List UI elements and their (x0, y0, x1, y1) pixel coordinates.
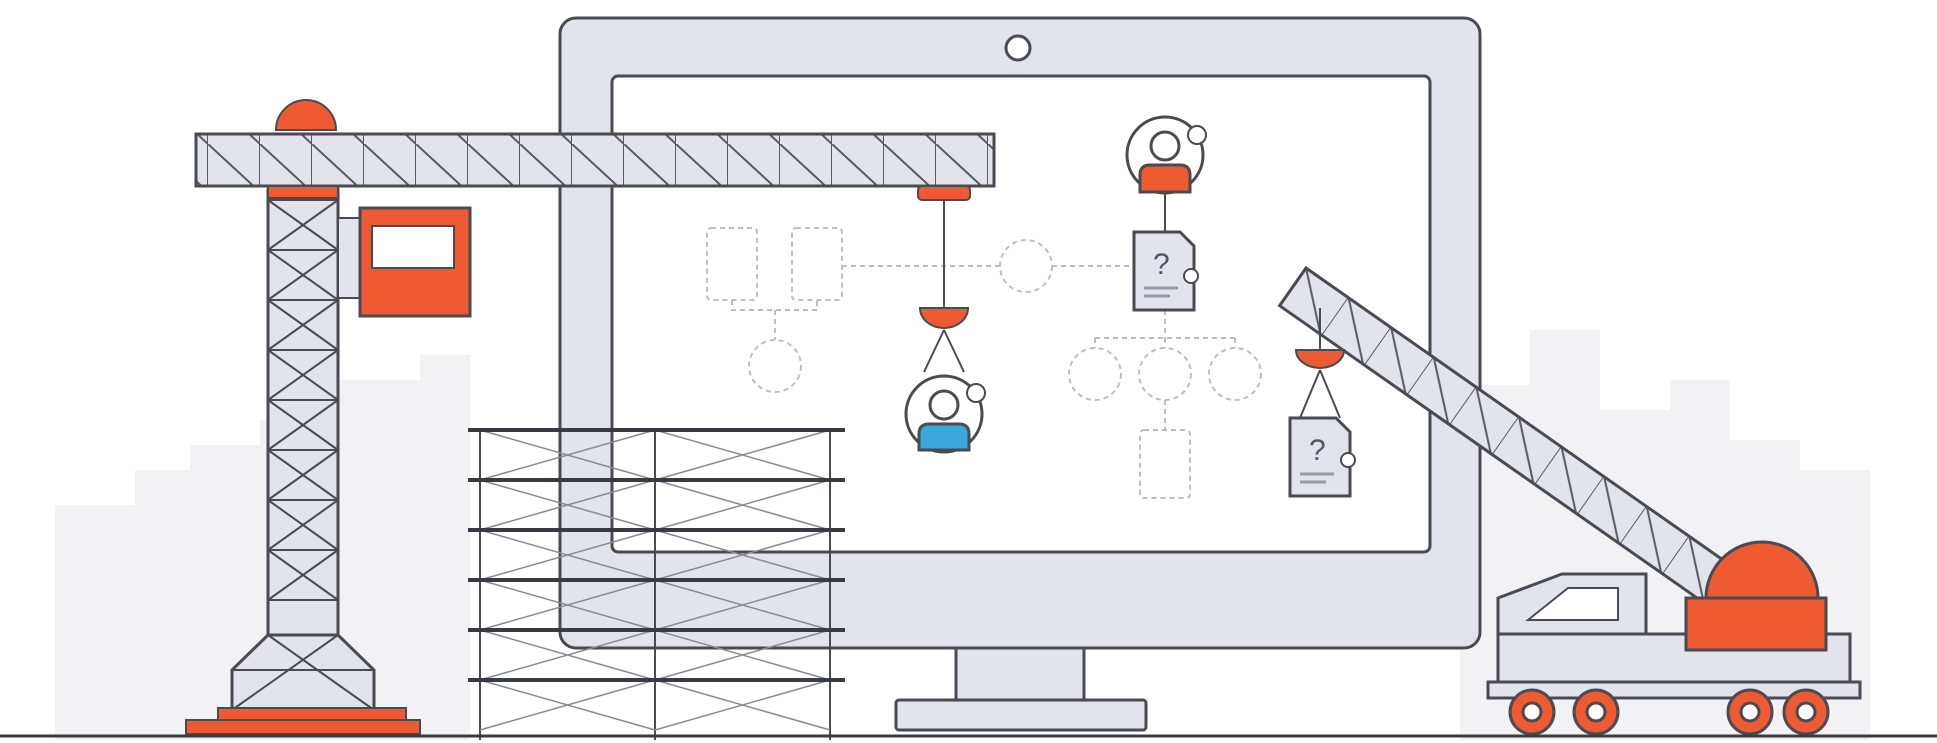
person-avatar-orange-icon (1125, 115, 1207, 232)
mobile-crane-truck (1277, 265, 1862, 736)
truck-turret (1684, 596, 1828, 652)
truck-hook-block (1294, 349, 1346, 369)
question-document-icon: ? (1132, 230, 1199, 312)
placeholder-node-1 (1068, 347, 1122, 401)
placeholder-doc-2 (791, 227, 843, 301)
placeholder-node-left (748, 339, 802, 393)
question-mark-label-lifted: ? (1309, 434, 1326, 467)
scaffolding (468, 428, 845, 740)
question-document-lifted-icon: ? (1288, 416, 1356, 498)
crane-hook-block (918, 307, 970, 329)
crane-cab-window (371, 225, 455, 269)
question-mark-label: ? (1153, 248, 1170, 281)
monitor-neck (954, 646, 1086, 702)
monitor-base (894, 698, 1148, 732)
truck-turret-dome (1704, 540, 1820, 600)
truck-wheels (1508, 688, 1830, 736)
monitor-screen (610, 74, 1432, 554)
person-avatar-blue-icon (904, 374, 986, 454)
placeholder-node-3 (1208, 347, 1262, 401)
org-chart-placeholders (706, 227, 1262, 499)
truck-window (1525, 587, 1619, 621)
crane-trolley (917, 185, 971, 201)
tower-crane (185, 99, 996, 735)
monitor (558, 16, 1482, 732)
webcam-icon (1004, 34, 1032, 62)
crane-top-dome (274, 99, 338, 131)
placeholder-doc-bottom (1139, 429, 1191, 499)
